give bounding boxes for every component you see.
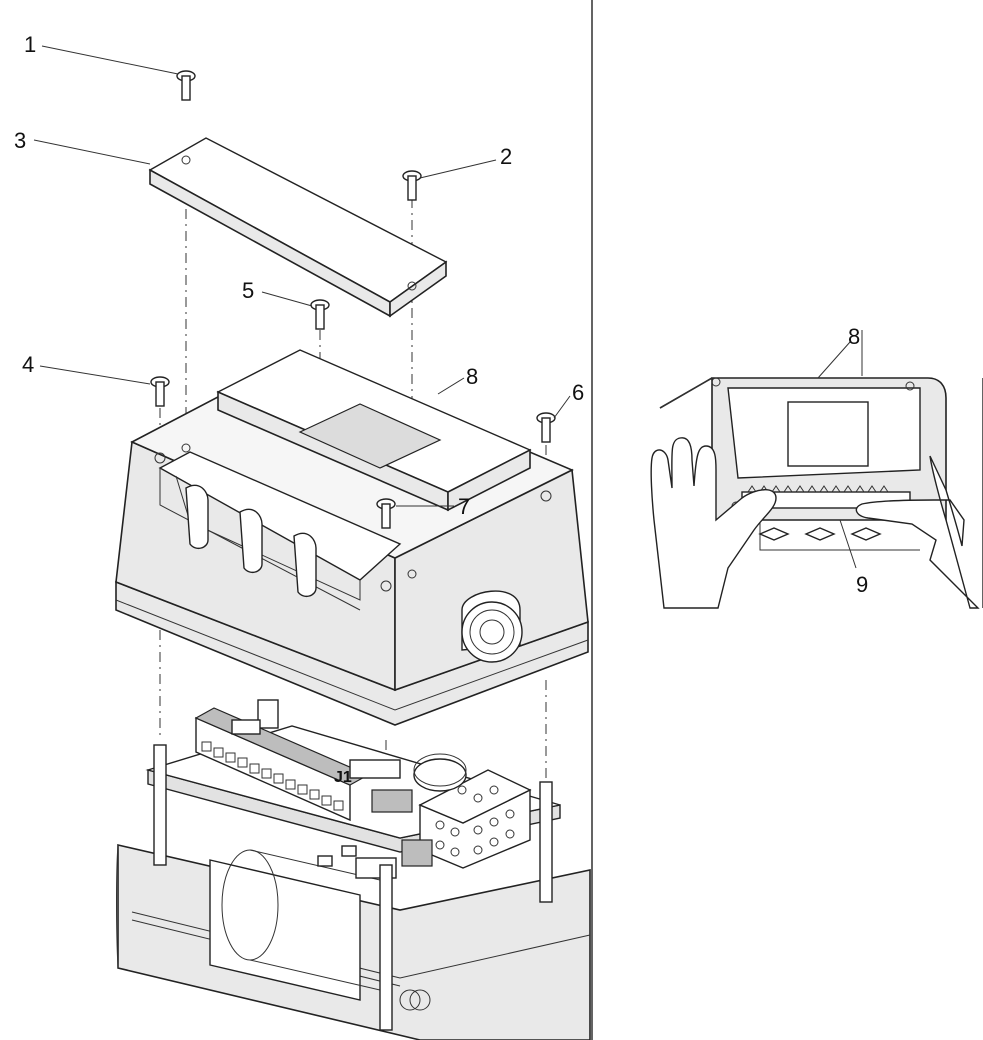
screw-1 bbox=[177, 71, 195, 100]
screw-2 bbox=[403, 171, 421, 200]
callout-3: 3 bbox=[14, 128, 26, 153]
exploded-view: 1 3 2 5 4 8 6 7 J1 bbox=[14, 32, 590, 1040]
callout-2: 2 bbox=[500, 144, 512, 169]
callout-6: 6 bbox=[572, 380, 584, 405]
pcb-board bbox=[148, 700, 560, 878]
base-housing bbox=[117, 845, 591, 1040]
callout-9: 9 bbox=[856, 572, 868, 597]
main-housing bbox=[116, 350, 588, 725]
callout-8-right: 8 bbox=[848, 324, 860, 349]
callout-4: 4 bbox=[22, 352, 34, 377]
screw-4 bbox=[151, 377, 169, 406]
callout-8-left: 8 bbox=[466, 364, 478, 389]
callout-5: 5 bbox=[242, 278, 254, 303]
connector-j1-label: J1 bbox=[334, 769, 352, 786]
screw-6 bbox=[537, 413, 555, 442]
screw-5 bbox=[311, 300, 329, 329]
cable-gland bbox=[462, 591, 522, 662]
detail-view: 8 9 bbox=[651, 324, 983, 608]
callout-1: 1 bbox=[24, 32, 36, 57]
detail-leader-8b bbox=[818, 342, 850, 378]
detail-leader-9 bbox=[840, 520, 856, 568]
cover-plate bbox=[150, 138, 446, 316]
callout-7: 7 bbox=[458, 494, 470, 519]
